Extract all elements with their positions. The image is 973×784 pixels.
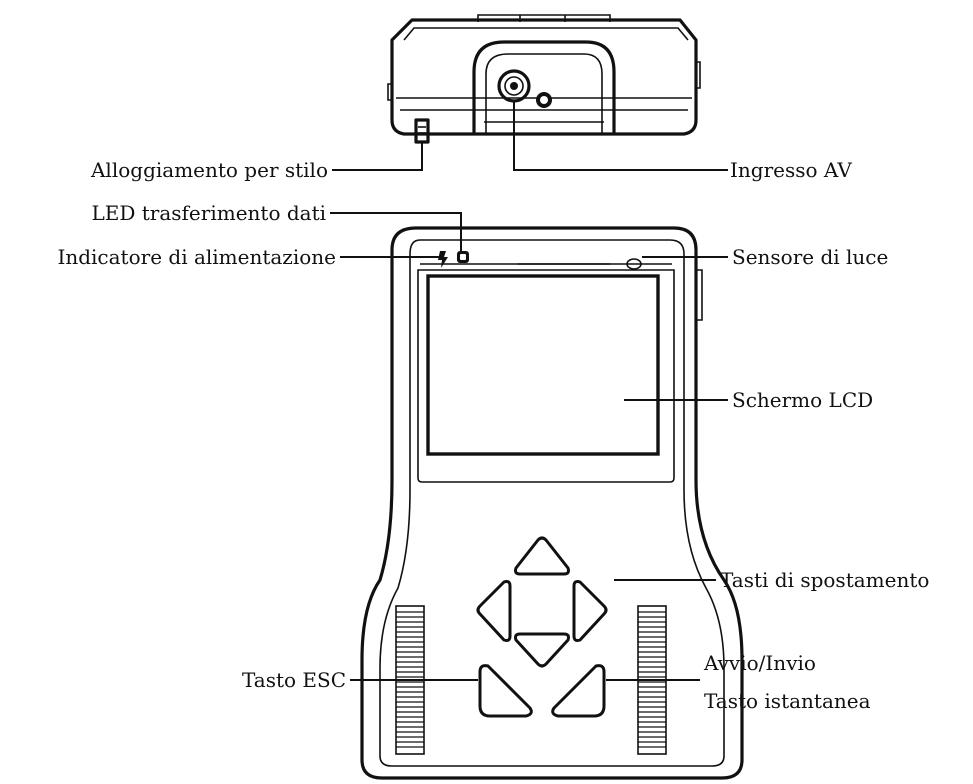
arrow-keys: [476, 536, 608, 668]
arrow-down-button[interactable]: [514, 632, 570, 668]
label-snapshot-key: Tasto istantanea: [704, 689, 871, 713]
label-data-led: LED trasferimento dati: [91, 201, 326, 225]
device-top-view: [387, 14, 701, 144]
arrow-right-button[interactable]: [572, 580, 608, 642]
stylus-slot: [414, 118, 430, 144]
enter-snapshot-button[interactable]: [551, 664, 606, 718]
power-indicator-icon: [438, 251, 448, 268]
label-esc-key: Tasto ESC: [242, 668, 346, 692]
label-start-enter: Avvio/Invio: [703, 651, 816, 675]
label-lcd-screen: Schermo LCD: [732, 388, 873, 412]
label-stylus-slot: Alloggiamento per stilo: [90, 158, 328, 182]
callout-labels: Alloggiamento per stilo Ingresso AV LED …: [57, 158, 929, 713]
label-av-input: Ingresso AV: [730, 158, 852, 182]
arrow-up-button[interactable]: [514, 536, 570, 576]
leader-lines: [330, 100, 728, 681]
arrow-left-button[interactable]: [476, 580, 512, 642]
light-sensor: [626, 258, 642, 270]
label-arrow-keys: Tasti di spostamento: [720, 568, 929, 592]
label-light-sensor: Sensore di luce: [732, 245, 888, 269]
label-power-indicator: Indicatore di alimentazione: [57, 245, 336, 269]
lcd-screen: [426, 274, 660, 456]
esc-button[interactable]: [478, 664, 533, 718]
device-front-view: [360, 226, 744, 780]
